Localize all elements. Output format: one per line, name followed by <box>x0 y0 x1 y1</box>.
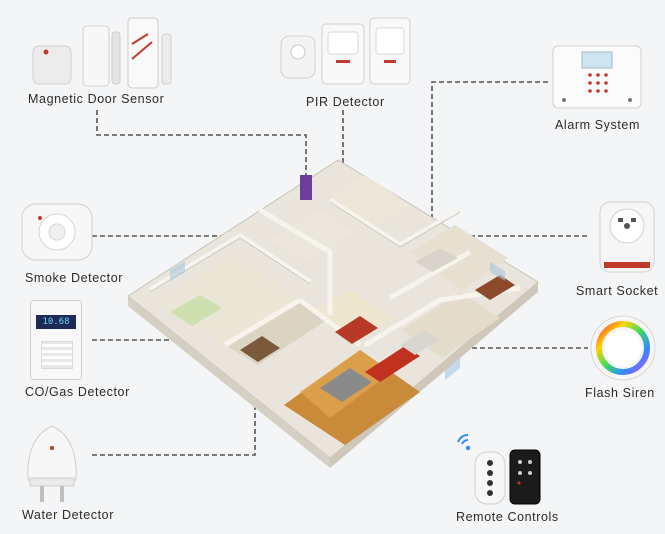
gas-detector-icon: 10.68 <box>30 300 82 380</box>
magnetic-door-sensor-label: Magnetic Door Sensor <box>28 92 165 106</box>
water-detector-icon <box>27 425 77 502</box>
gas-detector-display: 10.68 <box>36 315 76 329</box>
co-gas-detector-label: CO/Gas Detector <box>25 385 130 399</box>
smoke-detector-icon <box>21 203 93 261</box>
remote-controls-label: Remote Controls <box>456 510 559 524</box>
alarm-system-label: Alarm System <box>555 118 640 132</box>
pir-detector-icon <box>280 17 411 85</box>
remote-control-icon <box>474 449 541 505</box>
smoke-detector-label: Smoke Detector <box>25 271 124 285</box>
flash-siren-icon <box>590 315 656 381</box>
smart-socket-label: Smart Socket <box>576 284 659 298</box>
door-sensor-icon <box>32 17 172 89</box>
water-detector-label: Water Detector <box>22 508 114 522</box>
flash-siren-label: Flash Siren <box>585 386 655 400</box>
smart-socket-icon <box>599 201 655 273</box>
gas-detector-grille <box>41 341 73 369</box>
pir-detector-label: PIR Detector <box>306 95 385 109</box>
wifi-icon <box>457 434 471 451</box>
alarm-panel-icon <box>552 45 642 109</box>
